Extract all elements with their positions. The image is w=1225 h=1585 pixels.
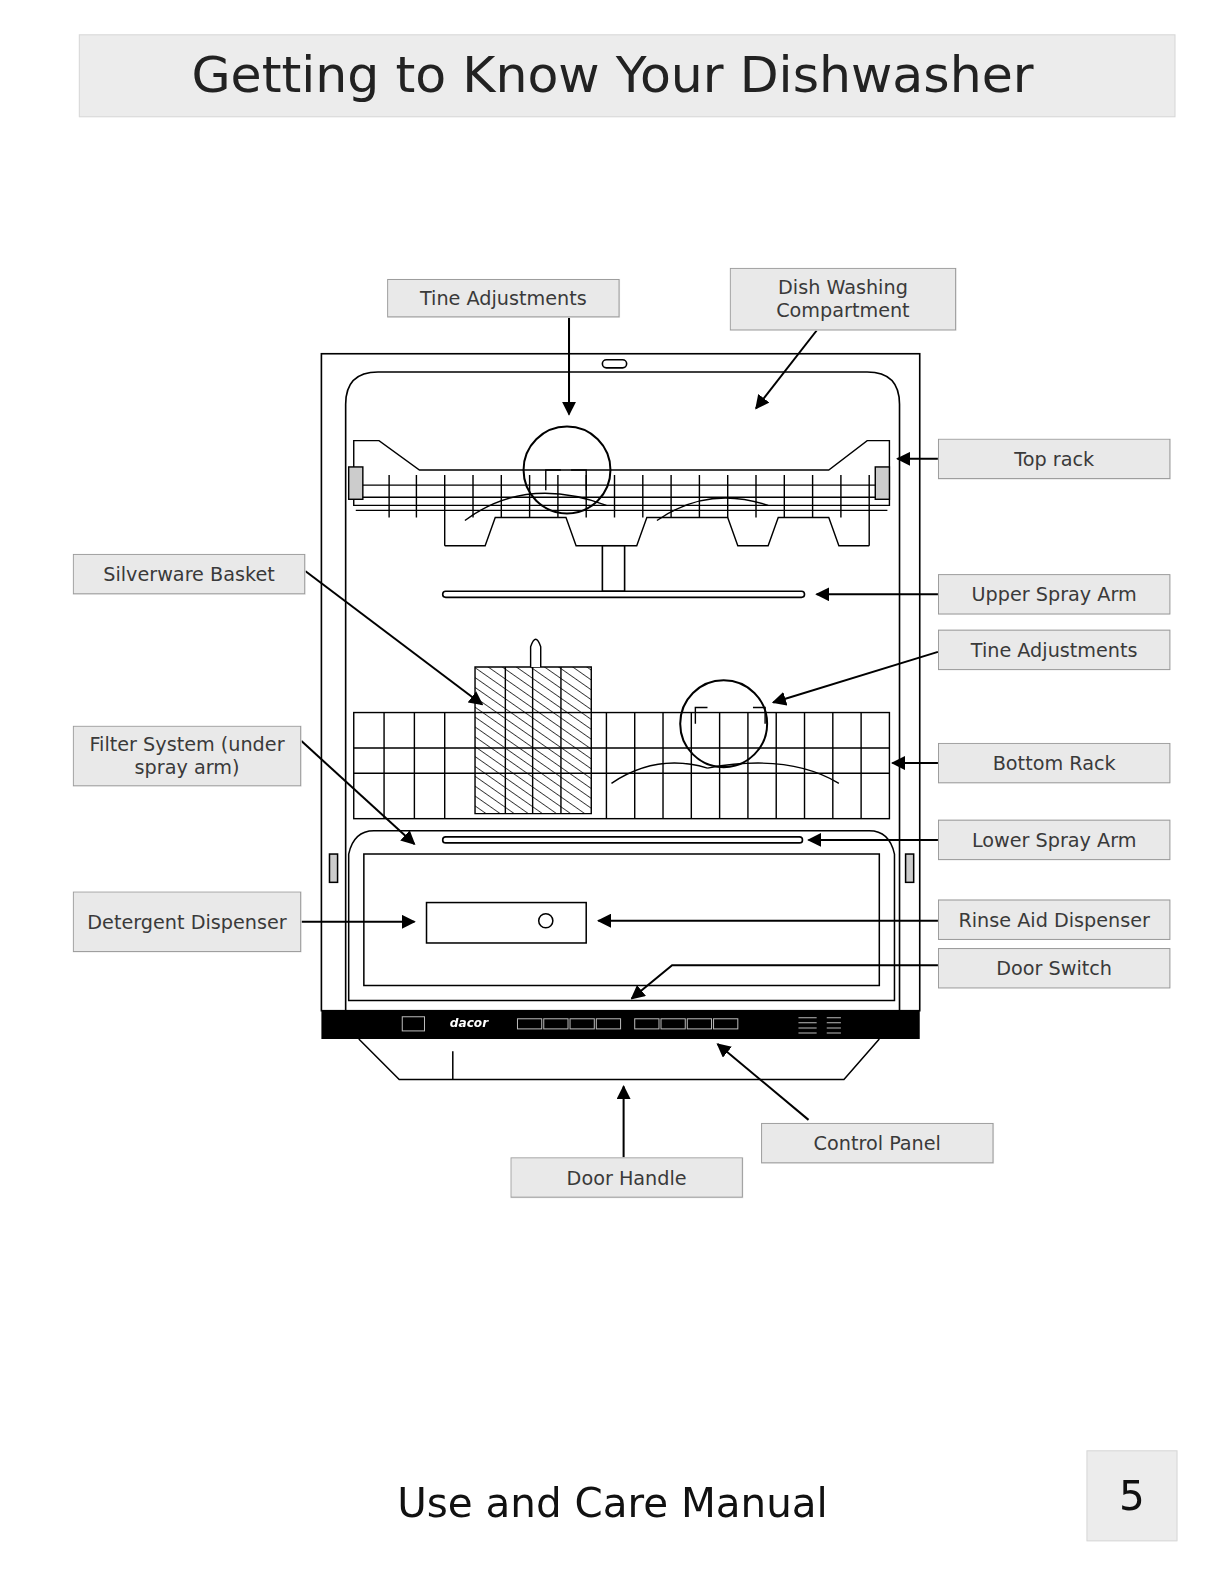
leader-line xyxy=(773,652,938,703)
callout-box: Tine Adjustments xyxy=(387,279,619,317)
tine-clip xyxy=(546,470,586,490)
leader-line xyxy=(568,316,570,414)
spray-arm-hub xyxy=(602,546,624,591)
silverware-basket xyxy=(475,639,591,813)
callout-box: Detergent Dispenser xyxy=(73,891,301,952)
basket-body xyxy=(475,667,591,814)
callout-label: Door Handle xyxy=(567,1166,687,1189)
callout-box: Silverware Basket xyxy=(73,554,305,594)
callout-label: Lower Spray Arm xyxy=(972,828,1137,851)
top-rack-bars xyxy=(389,475,869,546)
indicator-lights xyxy=(798,1018,840,1033)
callout-label: Silverware Basket xyxy=(103,562,275,585)
callout-box: Bottom Rack xyxy=(938,743,1170,783)
door-inner xyxy=(329,831,913,1001)
control-panel-strip xyxy=(321,1011,919,1039)
button xyxy=(544,1019,568,1029)
door-liner xyxy=(349,831,895,1001)
callout-box: Lower Spray Arm xyxy=(938,820,1170,860)
callout-box: Top rack xyxy=(938,439,1170,479)
leader-line xyxy=(623,1087,625,1158)
hinge xyxy=(906,854,914,882)
leader-line xyxy=(892,762,937,764)
handle-outline xyxy=(359,1039,880,1079)
button xyxy=(517,1019,541,1029)
callout-label: Rinse Aid Dispenser xyxy=(958,908,1150,931)
top-rack-frame xyxy=(354,441,890,506)
top-rack-wires xyxy=(356,485,888,510)
callout-label: Tine Adjustments xyxy=(971,638,1138,661)
callout-label: Top rack xyxy=(1014,447,1094,470)
leader-line xyxy=(718,1044,809,1120)
button xyxy=(661,1019,685,1029)
callout-box: Filter System (under spray arm) xyxy=(73,726,301,787)
button xyxy=(635,1019,659,1029)
top-rack-bottom xyxy=(445,517,869,545)
spray-arm-blade xyxy=(443,591,805,597)
door-handle xyxy=(359,1039,880,1079)
callout-box: Tine Adjustments xyxy=(938,630,1170,670)
callout-box: Door Handle xyxy=(510,1157,742,1197)
bottom-rack xyxy=(354,707,890,818)
handle-edge xyxy=(452,1051,454,1079)
callout-label: Tine Adjustments xyxy=(420,287,587,310)
footer-text: Use and Care Manual xyxy=(0,1478,1225,1529)
bottom-rack-frame xyxy=(354,713,890,819)
highlight-circle xyxy=(680,680,767,767)
rack-roller xyxy=(875,467,889,499)
leader-line xyxy=(301,921,414,923)
rack-roller xyxy=(349,467,363,499)
top-rack-tines xyxy=(465,493,768,520)
leader-line xyxy=(598,920,938,922)
vent xyxy=(602,360,626,368)
top-rack xyxy=(349,441,890,546)
page-number: 5 xyxy=(1087,1471,1178,1522)
button xyxy=(570,1019,594,1029)
tine-clip xyxy=(695,707,765,723)
leader-line xyxy=(898,458,938,460)
leader-line xyxy=(301,741,414,844)
leader-line xyxy=(305,571,482,704)
callout-box: Upper Spray Arm xyxy=(938,574,1170,614)
callout-box: Control Panel xyxy=(761,1123,993,1163)
leader-lines xyxy=(301,316,938,1157)
detergent-dispenser xyxy=(427,903,587,943)
callout-box: Rinse Aid Dispenser xyxy=(938,900,1170,940)
callout-label: Bottom Rack xyxy=(993,751,1116,774)
page-title: Getting to Know Your Dishwasher xyxy=(0,42,1225,107)
leader-line xyxy=(632,965,938,998)
button xyxy=(596,1019,620,1029)
callout-label: Door Switch xyxy=(996,957,1112,980)
tub xyxy=(321,354,919,1011)
callout-label: Dish Washing Compartment xyxy=(737,276,949,322)
upper-spray-arm xyxy=(443,546,805,598)
basket-dividers xyxy=(505,667,561,814)
callout-label: Upper Spray Arm xyxy=(972,583,1137,606)
brand-logo: dacor xyxy=(450,1016,488,1030)
leader-line xyxy=(756,330,817,408)
bottom-rack-bars xyxy=(384,713,861,819)
bottom-rack-wires xyxy=(354,748,890,773)
rinse-aid-cap xyxy=(539,914,553,928)
button xyxy=(714,1019,738,1029)
basket-handle xyxy=(531,639,541,667)
callout-label: Control Panel xyxy=(814,1131,941,1154)
tub-outline xyxy=(321,354,919,1011)
tub-liner xyxy=(346,372,900,1011)
leader-line xyxy=(817,593,938,595)
callout-label: Detergent Dispenser xyxy=(87,910,286,933)
leader-line xyxy=(809,839,938,841)
lower-spray-arm xyxy=(443,837,803,843)
highlight-circle xyxy=(524,427,611,514)
callout-label: Filter System (under spray arm) xyxy=(80,733,294,779)
hinge xyxy=(329,854,337,882)
button xyxy=(402,1017,424,1031)
button xyxy=(687,1019,711,1029)
callout-box: Dish Washing Compartment xyxy=(730,268,956,331)
callout-box: Door Switch xyxy=(938,948,1170,988)
